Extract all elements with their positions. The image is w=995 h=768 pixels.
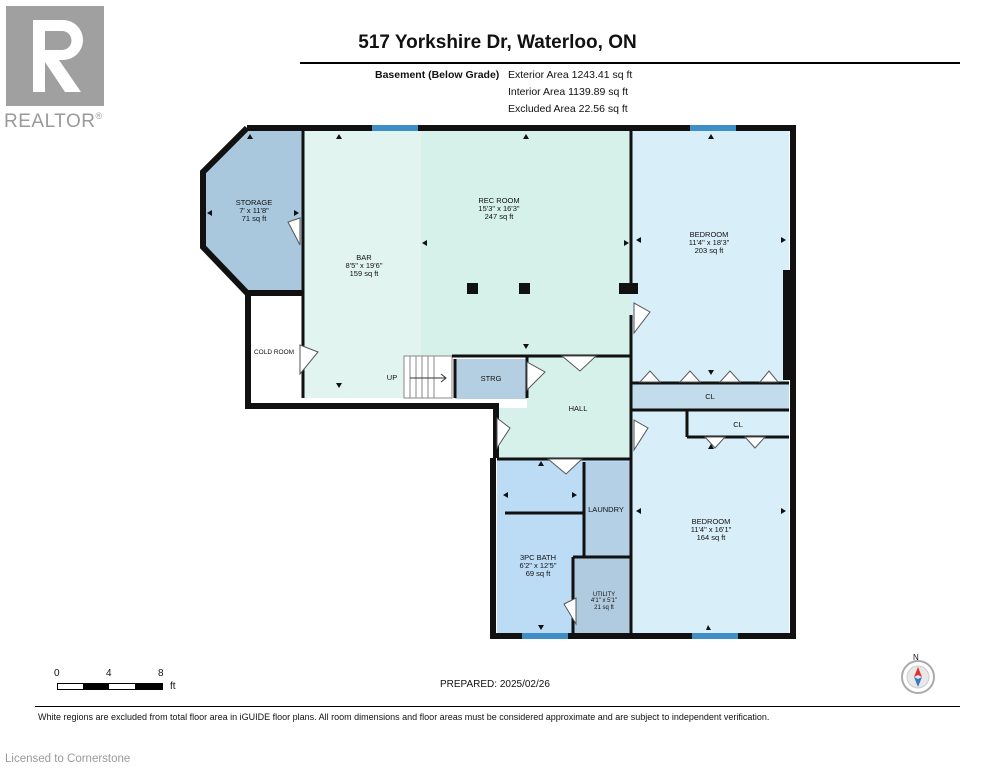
svg-text:203 sq ft: 203 sq ft — [695, 246, 725, 255]
svg-text:159 sq ft: 159 sq ft — [350, 269, 380, 278]
svg-text:11'4" x 16'1": 11'4" x 16'1" — [691, 525, 732, 534]
label-storage: STORAGE — [236, 198, 273, 207]
door — [526, 361, 546, 392]
door — [743, 436, 767, 449]
door — [546, 458, 584, 475]
compass-icon: N — [901, 653, 935, 694]
realtor-logo — [6, 6, 104, 106]
disclaimer-text: White regions are excluded from total fl… — [38, 712, 770, 722]
svg-text:4'1" x 5'1": 4'1" x 5'1" — [591, 598, 617, 604]
door — [638, 370, 662, 383]
area-row-interior: Interior Area 1139.89 sq ft — [508, 86, 629, 98]
door — [758, 370, 780, 383]
scale-tick-0: 0 — [54, 668, 60, 679]
scale-bar-segment — [83, 684, 109, 689]
window — [692, 633, 738, 639]
svg-text:7' x 11'8": 7' x 11'8" — [239, 206, 269, 215]
label-rec: REC ROOM — [478, 196, 519, 205]
walls — [200, 125, 796, 639]
license-text: Licensed to Cornerstone — [5, 753, 131, 765]
footer-divider — [35, 706, 960, 707]
scale-tick-4: 4 — [106, 668, 112, 679]
room-rec — [421, 128, 631, 356]
room-cl1 — [631, 383, 789, 410]
realtor-wordmark: REALTOR® — [4, 111, 103, 132]
door — [678, 370, 702, 383]
door — [560, 355, 598, 372]
area-row-excluded: Excluded Area 22.56 sq ft — [508, 103, 628, 115]
scale-tick-8: 8 — [158, 668, 164, 679]
svg-text:15'3" x 16'3": 15'3" x 16'3" — [478, 204, 519, 213]
door — [299, 344, 319, 376]
scale-bar-outline — [57, 683, 163, 690]
door — [718, 370, 742, 383]
label-cl2: CL — [733, 420, 743, 429]
room-laundry — [584, 462, 631, 557]
scale-bar-segment — [135, 684, 162, 689]
windows — [372, 125, 738, 639]
label-cold: COLD ROOM — [254, 349, 294, 356]
label-bed2: BEDROOM — [692, 517, 731, 526]
door — [633, 302, 651, 335]
room-utility — [573, 557, 631, 636]
door — [703, 436, 727, 449]
label-hall: HALL — [569, 404, 588, 413]
level-label: Basement (Below Grade) — [375, 69, 500, 81]
room-bar — [303, 128, 421, 398]
svg-text:71 sq ft: 71 sq ft — [242, 214, 268, 223]
room-cold — [250, 295, 300, 400]
room-labels: STORAGE 7' x 11'8" 71 sq ft BAR 8'5" x 1… — [236, 196, 743, 611]
label-strg: STRG — [481, 374, 502, 383]
svg-text:11'4" x 18'3": 11'4" x 18'3" — [689, 238, 730, 247]
svg-text:8'5" x 19'6": 8'5" x 19'6" — [346, 261, 383, 270]
pillar — [467, 283, 478, 294]
doors — [287, 217, 780, 626]
door — [496, 416, 511, 450]
page-title: 517 Yorkshire Dr, Waterloo, ON — [358, 32, 637, 53]
door — [633, 419, 649, 452]
label-bar: BAR — [356, 253, 372, 262]
label-cl1: CL — [705, 392, 715, 401]
label-laundry: LAUNDRY — [588, 505, 624, 514]
svg-text:247 sq ft: 247 sq ft — [485, 212, 515, 221]
label-utility: UTILITY — [593, 592, 615, 598]
stairs — [403, 355, 453, 399]
window — [372, 125, 418, 131]
scale-bar: 0 4 8 ft — [52, 668, 192, 694]
label-bed1: BEDROOM — [690, 230, 729, 239]
pillar — [519, 283, 530, 294]
dimension-markers — [207, 134, 786, 630]
svg-text:69 sq ft: 69 sq ft — [526, 569, 552, 578]
door — [287, 217, 301, 246]
scale-unit: ft — [170, 681, 176, 692]
door — [563, 597, 577, 626]
window — [690, 125, 736, 131]
prepared-date: PREPARED: 2025/02/26 — [440, 679, 550, 690]
title-divider — [300, 62, 960, 64]
label-stairs-up: UP — [387, 373, 397, 382]
area-row-exterior: Exterior Area 1243.41 sq ft — [508, 69, 633, 81]
window — [522, 633, 568, 639]
label-bath: 3PC BATH — [520, 553, 556, 562]
room-storage — [203, 128, 303, 291]
right-wall-segment — [783, 270, 793, 380]
svg-text:N: N — [913, 653, 919, 662]
pillar — [619, 283, 638, 294]
svg-text:164 sq ft: 164 sq ft — [697, 533, 727, 542]
room-bed1 — [631, 128, 789, 382]
svg-text:21 sq ft: 21 sq ft — [594, 605, 614, 611]
svg-text:6'2" x 12'5": 6'2" x 12'5" — [520, 561, 557, 570]
room-strg — [455, 359, 527, 399]
realtor-r-mark-icon — [6, 6, 104, 106]
